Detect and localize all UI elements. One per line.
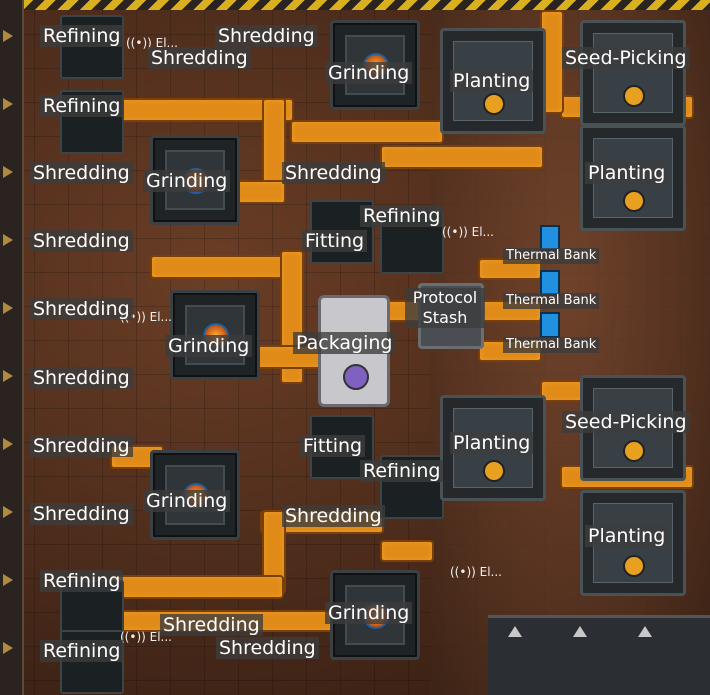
label-fitting: Fitting — [302, 230, 368, 252]
label-thermal-bank: Thermal Bank — [503, 248, 600, 264]
conveyor-belt[interactable] — [540, 380, 584, 402]
antenna-icon: ((•)) — [450, 565, 476, 579]
rail-arrow-icon — [3, 98, 13, 110]
seed-picking-machine[interactable] — [580, 20, 686, 126]
label-shredding: Shredding — [215, 25, 318, 47]
rail-arrow-icon — [3, 642, 13, 654]
label-grinding: Grinding — [143, 170, 231, 192]
label-shredding: Shredding — [30, 435, 133, 457]
plant-icon — [623, 555, 645, 577]
power-pylon[interactable]: ((•)) El... — [442, 225, 494, 239]
label-thermal-bank: Thermal Bank — [503, 293, 600, 309]
left-input-rail — [0, 0, 24, 695]
rail-arrow-icon — [3, 302, 13, 314]
rail-arrow-icon — [3, 438, 13, 450]
pylon-label: El... — [479, 565, 502, 579]
label-thermal-bank: Thermal Bank — [503, 337, 600, 353]
rail-arrow-icon — [3, 166, 13, 178]
pylon-label: El... — [155, 36, 178, 50]
conveyor-belt[interactable] — [150, 255, 304, 279]
antenna-icon: ((•)) — [120, 630, 146, 644]
label-fitting: Fitting — [300, 435, 366, 457]
dock-platform[interactable] — [488, 615, 710, 695]
label-shredding: Shredding — [160, 614, 263, 636]
label-planting: Planting — [450, 432, 534, 454]
plant-icon — [623, 190, 645, 212]
pylon-label: El... — [471, 225, 494, 239]
label-packaging: Packaging — [293, 332, 396, 354]
plant-icon — [483, 93, 505, 115]
label-shredding: Shredding — [30, 162, 133, 184]
pylon-label: El... — [149, 310, 172, 324]
label-shredding: Shredding — [282, 162, 385, 184]
rail-arrow-icon — [3, 574, 13, 586]
seed-icon — [623, 85, 645, 107]
power-pylon[interactable]: ((•)) El... — [450, 565, 502, 579]
label-refining: Refining — [40, 95, 124, 117]
thermal-bank[interactable] — [540, 312, 560, 338]
plant-icon — [483, 460, 505, 482]
packaging-core-icon — [343, 364, 369, 390]
seed-icon — [623, 440, 645, 462]
label-protocol-stash: Protocol Stash — [405, 288, 485, 328]
conveyor-belt[interactable] — [380, 145, 544, 169]
antenna-icon: ((•)) — [126, 36, 152, 50]
label-refining: Refining — [40, 640, 124, 662]
triangle-icon — [573, 626, 587, 637]
label-seed-picking: Seed-Picking — [562, 47, 690, 69]
label-grinding: Grinding — [143, 490, 231, 512]
rail-arrow-icon — [3, 30, 13, 42]
hazard-stripe — [22, 0, 710, 10]
label-planting: Planting — [585, 162, 669, 184]
label-shredding: Shredding — [216, 637, 319, 659]
triangle-icon — [638, 626, 652, 637]
label-refining: Refining — [40, 570, 124, 592]
label-shredding: Shredding — [30, 298, 133, 320]
label-shredding: Shredding — [148, 47, 251, 69]
label-refining: Refining — [40, 25, 124, 47]
power-pylon[interactable]: ((•)) El... — [126, 36, 178, 50]
conveyor-belt[interactable] — [110, 575, 284, 599]
rail-arrow-icon — [3, 506, 13, 518]
label-planting: Planting — [450, 70, 534, 92]
label-refining: Refining — [360, 460, 444, 482]
rail-arrow-icon — [3, 234, 13, 246]
label-grinding: Grinding — [325, 62, 413, 84]
label-shredding: Shredding — [30, 503, 133, 525]
label-refining: Refining — [360, 205, 444, 227]
label-grinding: Grinding — [165, 335, 253, 357]
conveyor-belt[interactable] — [380, 540, 434, 562]
label-seed-picking: Seed-Picking — [562, 411, 690, 433]
triangle-icon — [508, 626, 522, 637]
conveyor-belt[interactable] — [290, 120, 444, 144]
rail-arrow-icon — [3, 370, 13, 382]
label-shredding: Shredding — [30, 230, 133, 252]
label-shredding: Shredding — [30, 367, 133, 389]
label-shredding: Shredding — [282, 505, 385, 527]
label-grinding: Grinding — [325, 602, 413, 624]
label-planting: Planting — [585, 525, 669, 547]
antenna-icon: ((•)) — [442, 225, 468, 239]
